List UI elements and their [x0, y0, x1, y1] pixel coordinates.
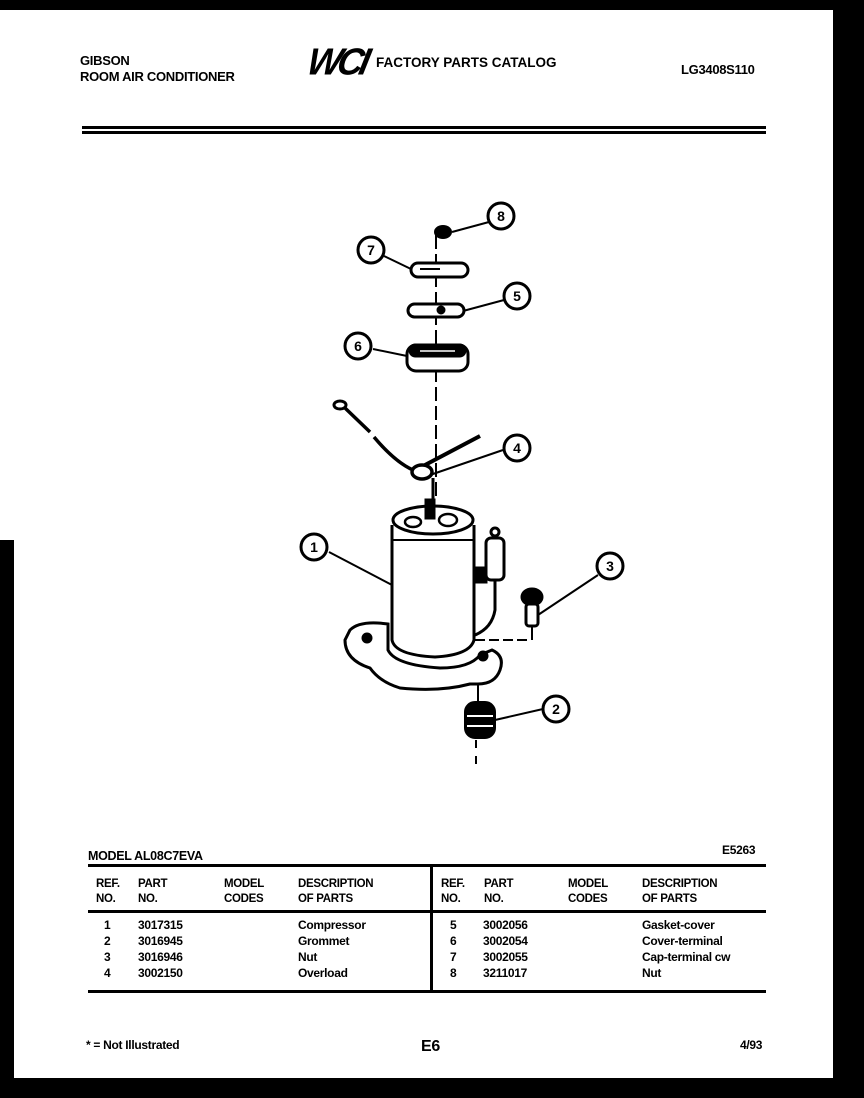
header-left: GIBSON ROOM AIR CONDITIONER	[80, 53, 235, 85]
part-gasket-cover-icon	[406, 302, 466, 319]
svg-text:2: 2	[552, 701, 560, 717]
page-number: E6	[421, 1038, 440, 1055]
brand-name: GIBSON	[80, 53, 130, 68]
table-rule-header	[88, 910, 766, 913]
diagram-code: E5263	[722, 843, 756, 857]
catalog-code: LG3408S110	[681, 62, 755, 77]
catalog-title: FACTORY PARTS CATALOG	[375, 54, 557, 70]
svg-text:3: 3	[606, 558, 614, 574]
table-column-divider	[430, 864, 433, 993]
part-grommet-icon	[464, 701, 496, 739]
svg-text:8: 8	[497, 208, 505, 224]
not-illustrated-legend: * = Not Illustrated	[86, 1038, 180, 1052]
scan-edge	[0, 540, 14, 1078]
model-label: MODEL AL08C7EVA	[88, 849, 203, 863]
svg-text:5: 5	[513, 288, 521, 304]
table-rule-bottom	[88, 990, 766, 993]
revision-date: 4/93	[740, 1038, 763, 1052]
callout-1: 1	[299, 532, 329, 562]
header-rule-top	[82, 126, 766, 129]
part-compressor-icon	[343, 498, 506, 691]
part-nut-top-icon	[434, 225, 452, 239]
callout-2: 2	[541, 694, 571, 724]
wci-logo-icon: WCI	[303, 39, 371, 83]
product-type: ROOM AIR CONDITIONER	[80, 69, 235, 84]
part-cap-terminal-icon	[409, 261, 470, 279]
header-rule-bottom	[82, 131, 766, 134]
table-rule-top	[88, 864, 766, 867]
svg-text:1: 1	[310, 539, 318, 555]
part-cover-terminal-icon	[405, 343, 470, 373]
svg-text:6: 6	[354, 338, 362, 354]
col-header-ref-right: REF.NO.	[441, 878, 465, 905]
callout-6: 6	[343, 331, 373, 361]
callout-7: 7	[356, 235, 386, 265]
exploded-parts-diagram: 8 7 5 6 4 1 3 2	[299, 201, 625, 770]
part-overload-icon	[332, 399, 481, 500]
catalog-logo: WCI FACTORY PARTS CATALOG	[304, 40, 557, 83]
svg-text:7: 7	[367, 242, 375, 258]
callout-4: 4	[502, 433, 532, 463]
callout-8: 8	[486, 201, 516, 231]
callout-3: 3	[595, 551, 625, 581]
col-header-ref: REF.NO.	[96, 878, 120, 905]
callout-5: 5	[502, 281, 532, 311]
svg-text:4: 4	[513, 440, 521, 456]
